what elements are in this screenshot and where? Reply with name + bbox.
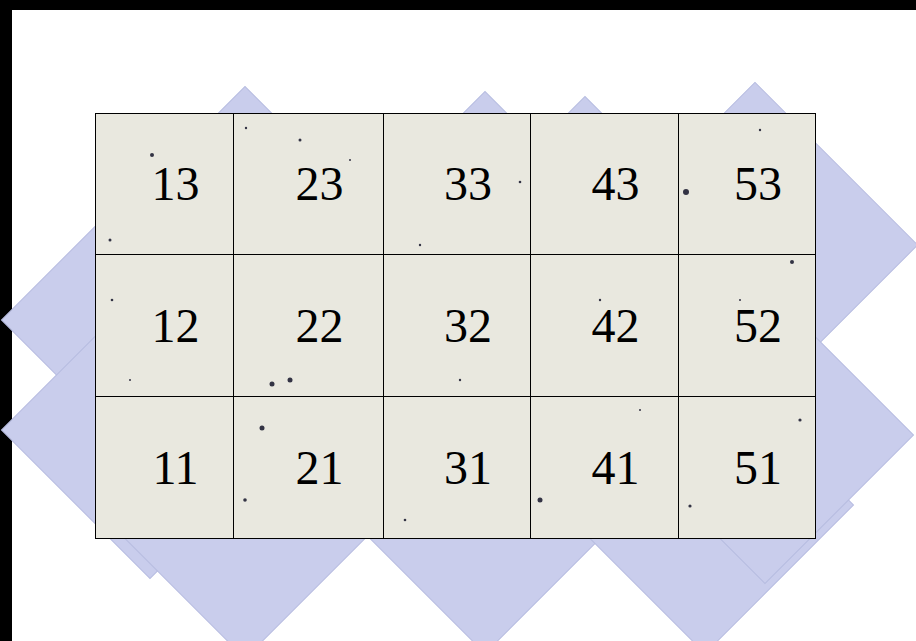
cell-number: 51	[712, 444, 782, 492]
cell-number: 33	[422, 160, 492, 208]
cell-number: 52	[712, 302, 782, 350]
grid-cell: 22	[233, 254, 384, 397]
grid-cell: 12	[95, 254, 234, 397]
cell-number: 42	[570, 302, 640, 350]
cell-number: 23	[274, 160, 344, 208]
grid-cell: 42	[530, 254, 679, 397]
tilted-plates	[2, 82, 916, 641]
grid-cell: 11	[95, 396, 234, 539]
cell-number: 53	[712, 160, 782, 208]
grid-cell: 51	[678, 396, 816, 539]
cell-number: 21	[274, 444, 344, 492]
plate-field	[95, 113, 815, 538]
cell-number: 32	[422, 302, 492, 350]
grid-cell: 52	[678, 254, 816, 397]
grid-cell: 41	[530, 396, 679, 539]
grid-cell: 32	[383, 254, 531, 397]
cell-number: 11	[130, 444, 198, 492]
grid-cell: 31	[383, 396, 531, 539]
cell-number: 12	[130, 302, 200, 350]
grid-cell: 43	[530, 113, 679, 255]
grid-cell: 33	[383, 113, 531, 255]
grid-cell: 23	[233, 113, 384, 255]
grid-cell: 53	[678, 113, 816, 255]
grid-cell: 13	[95, 113, 234, 255]
cell-number: 41	[570, 444, 640, 492]
cell-number: 31	[422, 444, 492, 492]
star-dots	[109, 127, 802, 522]
cell-number: 43	[570, 160, 640, 208]
cell-number: 13	[130, 160, 200, 208]
cell-number: 22	[274, 302, 344, 350]
grid-cell: 21	[233, 396, 384, 539]
